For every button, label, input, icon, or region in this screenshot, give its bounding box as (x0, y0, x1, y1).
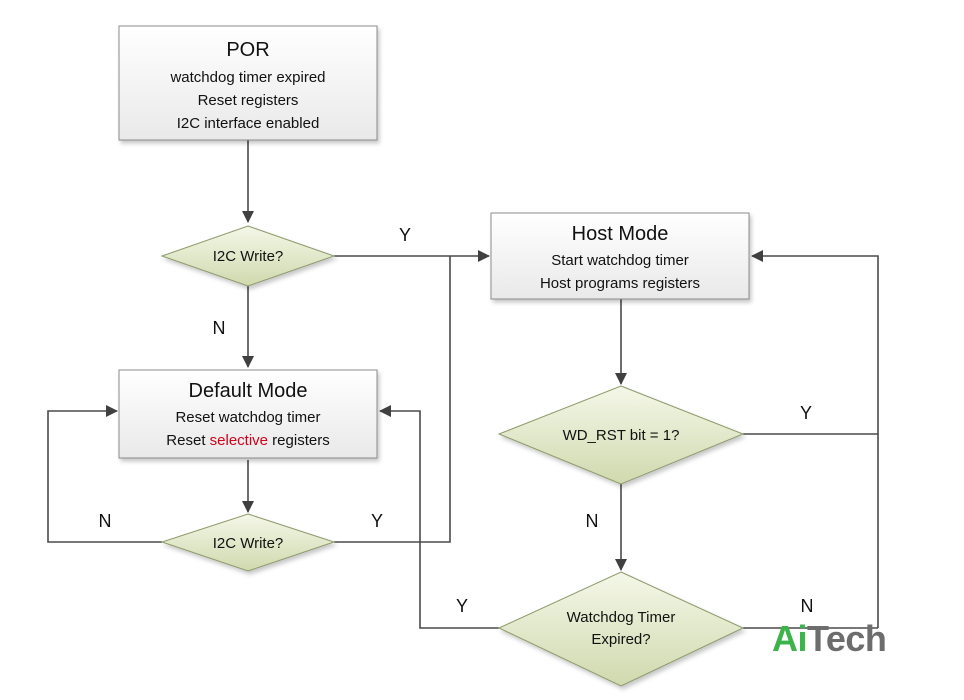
host-mode-line-1: Start watchdog timer (551, 252, 689, 269)
default-mode-selective-text: selective (210, 432, 268, 449)
wd-rst-label: WD_RST bit = 1? (563, 427, 680, 444)
por-box: POR watchdog timer expired Reset registe… (118, 25, 378, 141)
default-mode-title: Default Mode (189, 380, 308, 402)
edge-labels: Y N N Y Y N Y N (99, 225, 814, 616)
por-line-1: watchdog timer expired (169, 69, 325, 86)
wdrst-yes-label: Y (800, 403, 812, 423)
default-mode-line-2-post: registers (268, 432, 330, 449)
por-title: POR (226, 39, 269, 61)
aitech-watermark-logo: AiTech (772, 618, 887, 660)
i2c-write-2-label: I2C Write? (213, 535, 284, 552)
host-mode-box: Host Mode Start watchdog timer Host prog… (490, 212, 750, 300)
edge-return-to-host (751, 250, 879, 628)
wd-rst-decision: WD_RST bit = 1? (497, 385, 745, 485)
watchdog-expired-decision: Watchdog Timer Expired? (497, 571, 745, 687)
logo-tech-text: Tech (807, 618, 887, 659)
watchdog-expired-line-2: Expired? (591, 631, 650, 648)
host-mode-title: Host Mode (572, 223, 669, 245)
i2c-write-decision-2: I2C Write? (160, 513, 336, 572)
watchdog-expired-line-1: Watchdog Timer (567, 609, 676, 626)
default-mode-line-2-pre: Reset (166, 432, 209, 449)
edge-i2c2-yes-to-host (334, 256, 451, 543)
i2c2-yes-label: Y (371, 511, 383, 531)
edge-i2c2-no-loop (47, 405, 162, 543)
default-mode-box: Default Mode Reset watchdog timer Reset … (118, 369, 378, 459)
i2c1-no-label: N (213, 318, 226, 338)
default-mode-line-2: Reset selective registers (166, 432, 329, 449)
host-mode-line-2: Host programs registers (540, 275, 700, 292)
i2c-write-1-label: I2C Write? (213, 248, 284, 265)
connectors (47, 140, 879, 629)
logo-ai-text: Ai (772, 618, 808, 659)
por-line-2: Reset registers (198, 92, 299, 109)
wdt-yes-label: Y (456, 596, 468, 616)
edge-wdt-yes-to-default (379, 405, 499, 629)
wdt-no-label: N (801, 596, 814, 616)
i2c-write-decision-1: I2C Write? (160, 225, 336, 287)
default-mode-line-1: Reset watchdog timer (175, 409, 320, 426)
por-line-3: I2C interface enabled (177, 115, 320, 132)
i2c1-yes-label: Y (399, 225, 411, 245)
wdrst-no-label: N (586, 511, 599, 531)
i2c2-no-label: N (99, 511, 112, 531)
